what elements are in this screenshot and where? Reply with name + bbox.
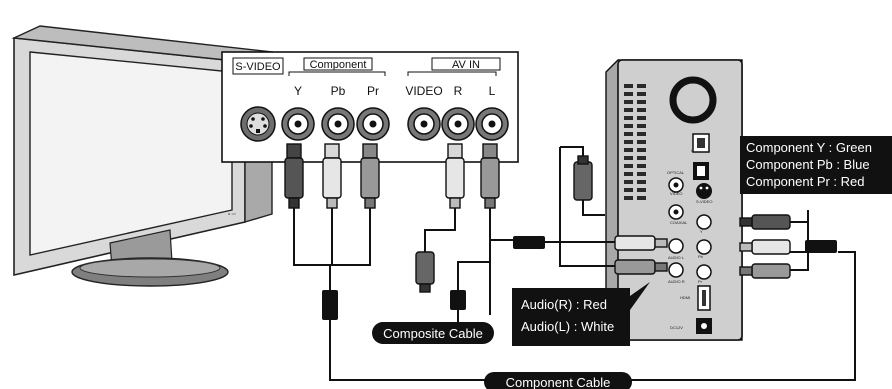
player-pr-label: Pr (698, 279, 703, 284)
component-pb-label: Pb (331, 84, 346, 98)
player-y-jack-icon (696, 214, 712, 230)
rca-jack-audio-l-icon (475, 107, 509, 141)
rca-jack-audio-r-icon (441, 107, 475, 141)
svg-text:Component Cable: Component Cable (506, 375, 611, 389)
component-pr-label: Pr (367, 84, 379, 98)
player-left-plugs (614, 235, 668, 275)
svideo-port-icon (240, 106, 276, 142)
optical-label: OPTICAL (667, 170, 685, 175)
component-cable-label: Component Cable (484, 372, 632, 389)
rca-jack-pr-icon (356, 107, 390, 141)
dc12v-label: DC12V (670, 325, 683, 330)
callout-component-pr: Component Pr : Red (746, 174, 865, 189)
audio-r-label: AUDIO R (668, 279, 685, 284)
player-audio-l-jack-icon (668, 238, 684, 254)
component-group-box (303, 57, 373, 71)
avin-l-label: L (489, 84, 496, 98)
cable-lines (293, 146, 856, 381)
component-plugs (284, 143, 380, 209)
player-svideo-label: S-VIDEO (696, 199, 712, 204)
rca-jack-pb-icon (321, 107, 355, 141)
callout-component-pb: Component Pb : Blue (746, 157, 870, 172)
callout-component-y: Component Y : Green (746, 140, 872, 155)
svideo-label: S-VIDEO (235, 61, 281, 73)
avin-r-label: R (454, 84, 463, 98)
ferrite-cores (322, 236, 837, 320)
player-svideo-port-icon (696, 183, 712, 199)
component-color-callout: Component Y : Green Component Pb : Blue … (740, 136, 892, 194)
audio-color-callout: Audio(R) : Red Audio(L) : White (512, 282, 650, 346)
rca-jack-video-icon (407, 107, 441, 141)
composite-cable-label: Composite Cable (372, 322, 494, 344)
fan-icon (669, 76, 717, 124)
composite-plugs (415, 155, 593, 293)
svg-text:Composite Cable: Composite Cable (383, 326, 483, 341)
svideo-label-box (232, 57, 284, 75)
player-pb-jack-icon (696, 239, 712, 255)
player-y-label: Y (700, 229, 703, 234)
avin-group-label: AV IN (452, 59, 480, 71)
tv-power-indicator: o == (228, 211, 237, 216)
callout-audio-l: Audio(L) : White (521, 319, 614, 334)
callout-audio-r: Audio(R) : Red (521, 297, 607, 312)
hdmi-label: HDMI (680, 295, 690, 300)
player-pr-jack-icon (696, 264, 712, 280)
avin-video-label: VIDEO (405, 84, 442, 98)
component-group-label: Component (310, 59, 367, 71)
audio-l-label: AUDIO L (668, 255, 685, 260)
player-right-plugs (739, 214, 791, 279)
rca-jack-y-icon (281, 107, 315, 141)
audio-plugs (445, 143, 500, 209)
vent-slots-icon (624, 84, 646, 200)
component-y-label: Y (294, 84, 302, 98)
coaxial-label: COAXIAL (670, 220, 688, 225)
player-pb-label: Pb (698, 254, 704, 259)
avin-group-box (431, 57, 501, 71)
media-player: USB 2.0 OPTICAL VIDEO S-VIDEO COAXIAL Y … (605, 59, 743, 341)
player-audio-r-jack-icon (668, 262, 684, 278)
player-video-label: VIDEO (670, 191, 682, 196)
